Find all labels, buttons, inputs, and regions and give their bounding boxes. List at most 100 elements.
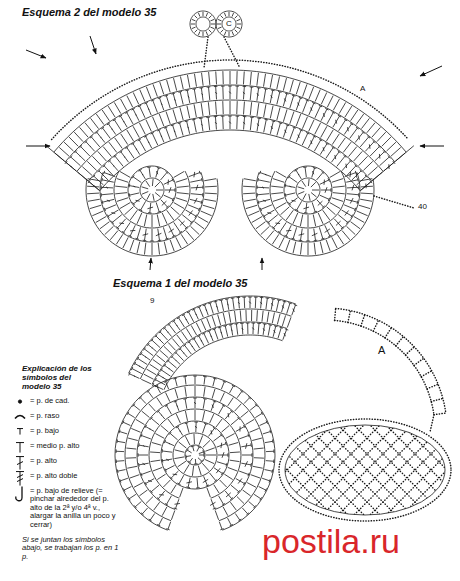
stitch-slash bbox=[212, 405, 213, 408]
chain-line bbox=[204, 37, 208, 68]
stitch-mark bbox=[201, 88, 203, 101]
stitch-bar bbox=[292, 95, 295, 96]
stitch-mark bbox=[333, 193, 345, 194]
stitch-mark bbox=[209, 30, 212, 33]
chain-line bbox=[413, 420, 460, 520]
stitch-mark bbox=[152, 133, 157, 145]
stitch-mark bbox=[206, 13, 208, 17]
stitch-mark bbox=[250, 405, 256, 410]
stitch-bar bbox=[278, 231, 281, 233]
stitch-mark bbox=[175, 389, 178, 399]
stitch-mark bbox=[219, 496, 224, 505]
stitch-mark bbox=[128, 438, 138, 440]
stitch-bar bbox=[143, 348, 145, 351]
stitch-mark bbox=[290, 96, 294, 108]
stitch-mark bbox=[59, 147, 69, 156]
stitch-bar bbox=[286, 125, 289, 126]
stitch-bar bbox=[313, 136, 316, 138]
stitch-slash bbox=[109, 174, 111, 175]
stitch-slash bbox=[312, 171, 313, 174]
stitch-mark bbox=[141, 379, 151, 384]
stitch-slash bbox=[358, 135, 360, 139]
stitch-bar bbox=[85, 141, 88, 143]
stitch-mark bbox=[210, 414, 214, 423]
stitch-mark bbox=[283, 329, 287, 339]
stitch-mark bbox=[208, 117, 210, 130]
stitch-mark bbox=[171, 510, 174, 519]
stitch-bar bbox=[125, 147, 128, 149]
chain-line bbox=[405, 347, 414, 355]
stitch-slash bbox=[271, 126, 272, 129]
stitch-mark bbox=[215, 102, 217, 115]
stitch-bar bbox=[193, 376, 197, 377]
stitch-mark bbox=[187, 121, 190, 134]
stitch-bar bbox=[346, 221, 348, 224]
stitch-bar bbox=[254, 297, 258, 298]
stitch-mark bbox=[246, 205, 257, 208]
stitch-mark bbox=[300, 243, 301, 255]
stitch-mark bbox=[361, 118, 369, 128]
stitch-slash bbox=[169, 443, 171, 444]
stitch-bar bbox=[139, 397, 142, 399]
stitch-mark bbox=[355, 132, 363, 142]
stitch-mark bbox=[167, 210, 174, 220]
stitch-bar bbox=[325, 108, 328, 110]
stitch-mark bbox=[164, 195, 173, 199]
chart-title: Esquema 2 del modelo 35 bbox=[22, 6, 157, 19]
round-line bbox=[65, 85, 394, 162]
chain-line bbox=[157, 420, 257, 520]
stitch-bar bbox=[231, 297, 235, 298]
stitch-mark bbox=[279, 237, 284, 248]
stitch-bar bbox=[269, 479, 270, 482]
stitch-mark bbox=[193, 434, 194, 444]
stitch-mark bbox=[140, 106, 145, 118]
stitch-bar bbox=[274, 325, 277, 327]
stitch-mark bbox=[127, 466, 137, 468]
stitch-mark bbox=[219, 522, 222, 530]
stitch-mark bbox=[168, 419, 174, 427]
stitch-mark bbox=[174, 321, 180, 330]
stitch-mark bbox=[163, 459, 173, 461]
stitch-mark bbox=[180, 107, 183, 120]
stitch-mark bbox=[120, 478, 128, 481]
relief-symbol bbox=[16, 487, 22, 501]
stitch-mark bbox=[142, 508, 147, 514]
stitch-mark bbox=[214, 329, 218, 339]
stitch-bar bbox=[252, 453, 253, 457]
stitch-bar bbox=[185, 227, 188, 229]
stitch-slash bbox=[89, 146, 91, 147]
stitch-mark bbox=[91, 137, 99, 147]
stitch-mark bbox=[262, 478, 270, 481]
stitch-mark bbox=[271, 186, 283, 187]
stitch-mark bbox=[293, 227, 296, 238]
stitch-bar bbox=[134, 505, 136, 508]
stitch-mark bbox=[212, 389, 215, 399]
stitch-mark bbox=[218, 27, 222, 29]
stitch-mark bbox=[201, 211, 212, 216]
stitch-mark bbox=[391, 147, 401, 156]
stitch-bar bbox=[252, 322, 256, 323]
stitch-mark bbox=[104, 173, 115, 177]
stitch-slash bbox=[262, 187, 264, 189]
stitch-bar bbox=[123, 488, 125, 491]
round-line bbox=[125, 385, 265, 521]
stitch-bar bbox=[197, 306, 200, 307]
stitch-mark bbox=[202, 73, 204, 86]
stitch-mark bbox=[238, 298, 240, 309]
stitch-slash bbox=[176, 325, 178, 326]
chain-line bbox=[381, 420, 460, 520]
stitch-mark bbox=[88, 179, 100, 181]
stitch-mark bbox=[264, 120, 267, 133]
stitch-mark bbox=[221, 382, 224, 389]
stitch-mark bbox=[339, 120, 346, 131]
stitch-bar bbox=[70, 156, 72, 159]
stitch-bar bbox=[150, 417, 152, 420]
stitch-bar bbox=[243, 482, 245, 485]
stitch-mark bbox=[230, 71, 231, 84]
stitch-mark bbox=[195, 376, 196, 384]
stitch-mark bbox=[252, 323, 253, 334]
stitch-mark bbox=[133, 144, 140, 155]
stitch-mark bbox=[311, 182, 316, 187]
stitch-bar bbox=[358, 193, 359, 197]
stitch-bar bbox=[131, 367, 133, 370]
